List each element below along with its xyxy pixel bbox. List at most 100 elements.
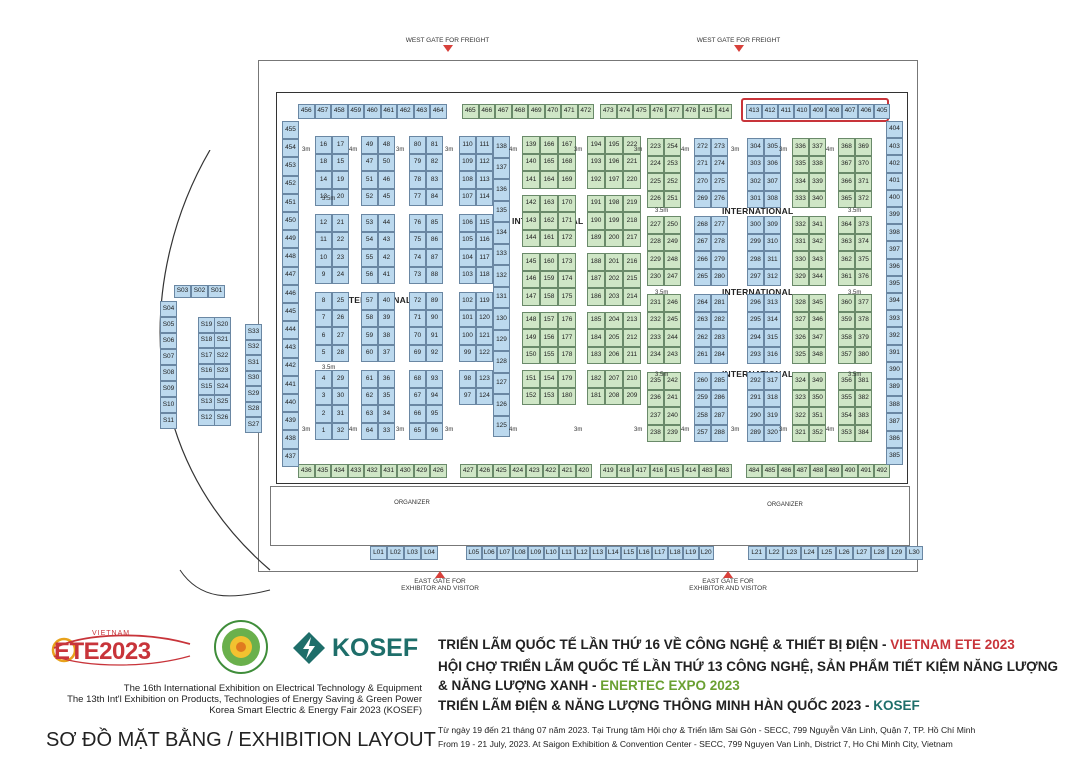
booth: 171 [558,212,576,230]
booth: L02 [387,546,404,560]
booth: 304 [747,138,764,156]
booth: 217 [623,229,641,247]
booth: 240 [664,407,681,425]
booth: 300 [747,216,764,234]
booth: 289 [747,424,764,442]
booth: 75 [409,231,426,249]
booth: L15 [621,546,637,560]
east-gate-line2: EXHIBITOR AND VISITOR [689,585,767,593]
booth: 361 [838,268,855,286]
booth: 181 [587,387,605,405]
booth: 490 [842,464,858,478]
booth: 72 [409,292,426,310]
booth: 151 [522,370,540,388]
booth: 389 [886,379,903,397]
booth: 98 [459,370,476,388]
booth: 353 [838,424,855,442]
aisle-marker: 3.5m [655,290,669,296]
booth: 406 [858,104,874,119]
booth: 442 [282,357,299,376]
booth: 423 [526,464,543,478]
booth: S16 [198,363,215,379]
booth: 51 [361,171,378,189]
booth: 296 [747,294,764,312]
booth: 468 [511,104,528,119]
booth: 384 [855,424,872,442]
booth: L27 [853,546,871,560]
booth: 83 [426,171,443,189]
booth: 249 [664,233,681,251]
booth: 185 [587,311,605,329]
booth: 487 [794,464,810,478]
booth: 401 [886,172,903,190]
zone-international: INTERNATIONAL [722,287,794,297]
arrow-down-icon [442,45,453,53]
booth: 295 [747,311,764,329]
booth: 126 [493,394,510,416]
booth: L14 [605,546,621,560]
booth: L17 [652,546,668,560]
booth: 118 [476,266,493,284]
booth: 475 [633,104,650,119]
booth: 290 [747,407,764,425]
booth: 47 [361,153,378,171]
aisle-marker: 4m [681,147,690,153]
booth: 491 [858,464,874,478]
booth: 8 [315,292,332,310]
booth: 216 [623,253,641,271]
booth: 396 [886,258,903,276]
booth: 287 [711,407,728,425]
booth: S26 [214,410,231,426]
booth: 62 [361,387,378,405]
booth: 330 [792,251,809,269]
booth: 474 [616,104,633,119]
booth: 144 [522,229,540,247]
booth: 224 [647,155,664,173]
title-line-4-text: TRIỂN LÃM ĐIỆN & NĂNG LƯỢNG THÔNG MINH H… [438,698,874,713]
title-line-3: & NĂNG LƯỢNG XANH - ENERTEC EXPO 2023 [438,678,740,693]
booth: 280 [711,268,728,286]
booth: 73 [409,266,426,284]
booth: 438 [282,430,299,449]
booth: L04 [421,546,438,560]
booth: L10 [543,546,559,560]
booth: 469 [528,104,545,119]
aisle-marker: 3.5m [322,365,336,371]
booth: 24 [332,266,349,284]
booth: 315 [764,329,781,347]
booth: 404 [886,121,903,139]
booth: 488 [810,464,826,478]
booth: L05 [466,546,482,560]
booth: 459 [347,104,364,119]
hall-outer-wall [258,60,918,572]
booth: 85 [426,214,443,232]
booth: 170 [558,194,576,212]
booth: 381 [855,372,872,390]
booth: 433 [347,464,364,478]
aisle-marker: 4m [349,427,358,433]
booth: 281 [711,294,728,312]
booth: 21 [332,214,349,232]
booth: 485 [762,464,778,478]
booth: 219 [623,194,641,212]
aisle-marker: 3m [574,427,583,433]
west-gate-label: WEST GATE FOR FREIGHT [405,37,490,44]
booth: 158 [540,288,558,306]
booth: S02 [191,285,208,298]
booth: 19 [332,171,349,189]
booth: 80 [409,136,426,154]
booth: 205 [605,329,623,347]
aisle-marker: 3m [731,147,740,153]
booth: 489 [826,464,842,478]
english-description: The 16th International Exhibition on Ele… [30,683,422,716]
booth: 390 [886,361,903,379]
booth: 121 [476,327,493,345]
booth: 333 [792,190,809,208]
booth: S08 [160,365,177,381]
booth: 312 [764,268,781,286]
booth: 274 [711,155,728,173]
booth: 383 [855,407,872,425]
booth: 355 [838,389,855,407]
booth: 194 [587,136,605,154]
booth: L08 [512,546,528,560]
